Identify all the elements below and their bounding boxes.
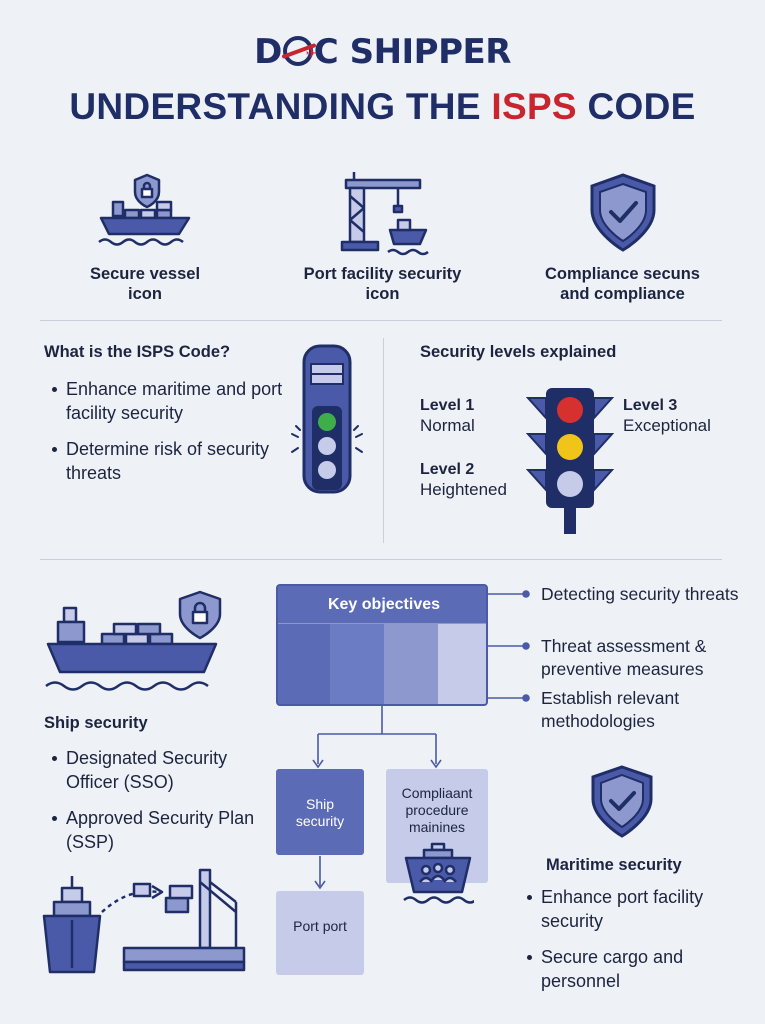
ship-crew-icon [403,842,474,904]
traffic-light-icon [526,388,614,534]
logo-text-right: C SHIPPER [313,32,512,72]
beacon-icon [291,344,363,494]
list-item: Designated Security Officer (SSO) [44,746,264,794]
maritime-security-list: Enhance port facility security Secure ca… [519,885,729,1005]
list-item: Determine risk of security threats [44,437,284,485]
flow-connectors [312,590,530,890]
ship-to-port-icon [42,868,246,974]
port-facility-caption: Port facility security icon [303,265,462,303]
ship-security-list: Designated Security Officer (SSO) Approv… [44,746,264,866]
ship-lock-icon [45,590,222,691]
secure-vessel-icon [98,173,191,246]
section-divider-2 [40,559,722,560]
brand-logo: D ✈C SHIPPER [0,30,765,74]
list-item: Establish relevant methodologies [541,688,680,731]
objective-band-3 [384,624,438,704]
level-2-label: Level 2 Heightened [420,461,507,499]
plane-icon: ✈ [305,46,318,62]
list-item: Enhance port facility security [519,885,729,933]
secure-vessel-caption: Secure vessel icon [89,265,201,303]
level-1-label: Level 1 Normal [420,397,475,435]
section-divider-1 [40,320,722,321]
maritime-shield-icon [591,765,653,838]
logo-text-left: D [254,32,282,72]
page-title: UNDERSTANDING THE ISPS CODE [69,86,696,127]
objective-band-4 [438,624,486,704]
list-item: Enhance maritime and port facility secur… [44,377,284,425]
maritime-security-heading: Maritime security [546,856,682,874]
globe-icon: ✈ [282,36,317,66]
level-3-label: Level 3 Exceptional [623,397,711,435]
objective-band-2 [330,624,384,704]
ship-security-heading: Ship security [44,714,148,732]
security-levels-heading: Security levels explained [420,343,617,361]
key-objectives-box: Key objectives [276,584,488,706]
port-box: Port port [276,891,364,975]
list-item: Secure cargo and personnel [519,945,729,993]
vertical-divider [383,338,384,543]
list-item: Approved Security Plan (SSP) [44,806,264,854]
objectives-list: Detecting security threats Threat assess… [541,583,741,739]
list-item: Threat assessment & preventive measures [541,636,707,679]
compliance-caption: Compliance secuns and compliance [545,265,700,303]
port-crane-icon [340,172,429,256]
ship-security-box: Ship security [276,769,364,855]
what-is-list: Enhance maritime and port facility secur… [44,377,284,497]
shield-check-icon [590,173,656,252]
what-is-heading: What is the ISPS Code? [44,343,231,361]
key-objectives-title: Key objectives [278,586,486,624]
list-item: Detecting security threats [541,584,739,604]
